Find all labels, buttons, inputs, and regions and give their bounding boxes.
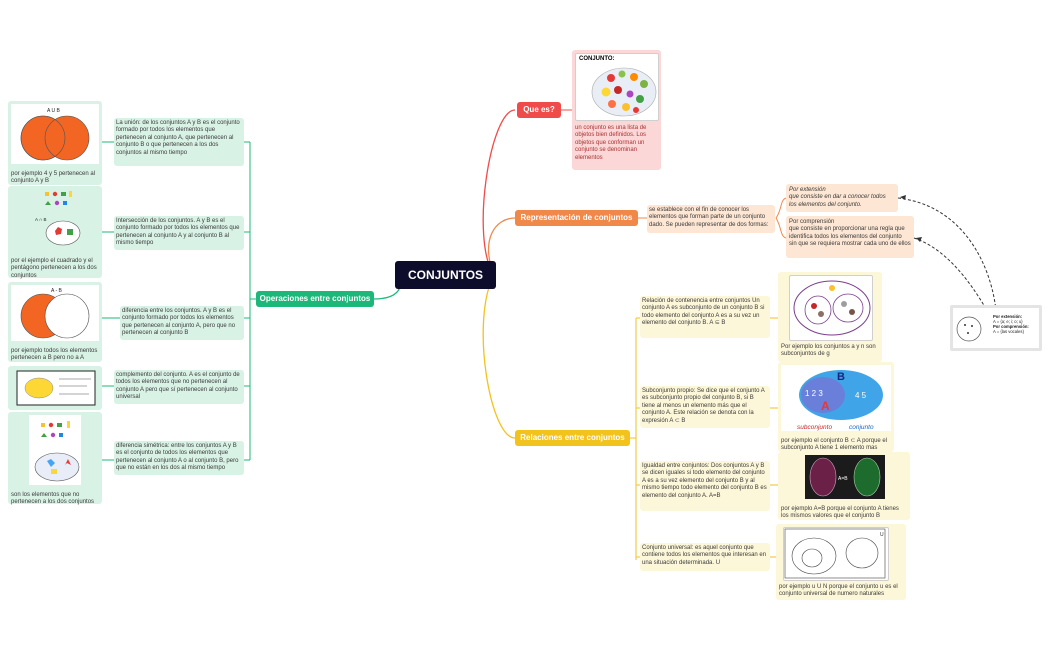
- interseccion-venn-icon: A ∩ B: [35, 191, 81, 246]
- ext-value: A = {a; e; i; o; u}: [993, 319, 1023, 324]
- universal-caption: por ejemplo u U N porque el conjunto u e…: [779, 584, 898, 598]
- igualdad-card: A=B por ejemplo A=B porque el conjunto A…: [778, 452, 910, 520]
- complemento-diagram-icon: [16, 370, 96, 406]
- que-es-text: un conjunto es una lista de objetos bien…: [575, 125, 647, 161]
- node-relaciones[interactable]: Relaciones entre conjuntos: [515, 430, 630, 446]
- subconjunto-propio-text: Subconjunto propio: Se dice que el conju…: [640, 386, 770, 428]
- diferencia-simetrica-icon: [29, 415, 81, 485]
- node-operaciones[interactable]: Operaciones entre conjuntos: [256, 291, 374, 307]
- que-es-card: CONJUNTO: un conjunto es una lista de ob…: [572, 50, 661, 170]
- subset-label-sub: subconjunto: [797, 424, 832, 431]
- subset-nums-a: 1 2 3: [805, 389, 823, 398]
- diferencia-simetrica-card: son los elementos que no pertenecen a lo…: [8, 412, 102, 506]
- interseccion-card: A ∩ B por el ejemplo el cuadrado y el pe…: [8, 186, 102, 279]
- subset-a-label: A: [821, 399, 830, 413]
- union-venn-icon: A U B: [11, 104, 99, 164]
- igualdad-caption: por ejemplo A=B porque el conjunto A tie…: [781, 506, 899, 520]
- igualdad-diagram-icon: A=B: [805, 455, 885, 499]
- universal-diagram-icon: U: [784, 528, 886, 579]
- fruits-icon: [591, 67, 657, 117]
- subconjunto-diagram-icon: B A 1 2 3 4 5 subconjunto conjunto: [781, 365, 891, 431]
- union-text: La unión: de los conjuntos A y B es el c…: [114, 118, 244, 166]
- extension-card: Por extensión que consiste en dar a cono…: [786, 184, 898, 212]
- union-caption: por ejemplo 4 y 5 pertenecen al conjunto…: [11, 171, 96, 185]
- extension-title: Por extensión: [789, 187, 826, 193]
- vowels-venn-icon: [956, 316, 982, 342]
- diff-title: A - B: [51, 288, 63, 294]
- union-card: A U B por ejemplo 4 y 5 pertenecen al co…: [8, 101, 102, 185]
- interseccion-text: Intersección de los conjuntos. A y B es …: [114, 216, 244, 250]
- contenencia-diagram-icon: [793, 280, 871, 336]
- relacion-contenencia-caption: Por ejemplo los conjuntos a y n son subc…: [781, 344, 876, 358]
- comprension-title: Por comprensión: [789, 219, 835, 225]
- diferencia-caption: por ejemplo todos los elementos pertenec…: [11, 348, 98, 362]
- diferencia-simetrica-caption: son los elementos que no pertenecen a lo…: [11, 492, 95, 506]
- universal-letter: U: [880, 532, 884, 538]
- relacion-contenencia-text: Relación de contenencia entre conjuntos …: [640, 296, 770, 338]
- subset-label-conj: conjunto: [849, 424, 874, 431]
- subconjunto-propio-card: B A 1 2 3 4 5 subconjunto conjunto por e…: [778, 362, 894, 452]
- diferencia-text: diferencia entre los conjuntos. A y B es…: [120, 306, 244, 340]
- subset-b-label: B: [837, 371, 845, 383]
- comprension-card: Por comprensión que consiste en proporci…: [786, 216, 914, 258]
- comp-label: Por comprensión:: [993, 324, 1029, 329]
- diferencia-card: A - B por ejemplo todos los elementos pe…: [8, 282, 102, 362]
- interseccion-caption: por el ejemplo el cuadrado y el pentágon…: [11, 258, 97, 279]
- equal-mid-label: A=B: [838, 476, 848, 482]
- comp-value: A = {las vocales}: [993, 329, 1024, 334]
- representacion-text: se establece con el fin de conocer los e…: [647, 205, 775, 233]
- relacion-contenencia-card: Por ejemplo los conjuntos a y n son subc…: [778, 272, 882, 362]
- extension-text: que consiste en dar a conocer todos los …: [789, 194, 886, 208]
- complemento-card: [8, 366, 102, 410]
- universal-card: U por ejemplo u U N porque el conjunto u…: [776, 524, 906, 600]
- complemento-text: complemento del conjunto. A es el conjun…: [114, 370, 244, 404]
- inter-title: A ∩ B: [35, 217, 47, 222]
- conjunto-fruits-image: CONJUNTO:: [575, 53, 659, 121]
- conjunto-image-title: CONJUNTO:: [579, 56, 615, 62]
- comprension-text: que consiste en proporcionar una regla q…: [789, 226, 911, 248]
- igualdad-text: Igualdad entre conjuntos: Dos conjuntos …: [640, 461, 770, 511]
- node-representacion[interactable]: Representación de conjuntos: [515, 210, 638, 226]
- subset-nums-b: 4 5: [855, 391, 867, 400]
- diferencia-venn-icon: A - B: [11, 285, 99, 341]
- subconjunto-propio-caption: por ejemplo el conjunto B ⊂ A porque el …: [781, 438, 888, 452]
- universal-text: Conjunto universal: es aquel conjunto qu…: [640, 543, 770, 571]
- representacion-example-image: Por extensión: A = {a; e; i; o; u} Por c…: [950, 305, 1042, 351]
- diferencia-simetrica-text: diferencia simétrica: entre los conjunto…: [114, 441, 244, 475]
- central-topic[interactable]: CONJUNTOS: [395, 261, 496, 289]
- union-title: A U B: [47, 108, 60, 114]
- ext-label: Por extensión:: [993, 314, 1023, 319]
- node-que-es[interactable]: Que es?: [517, 102, 561, 118]
